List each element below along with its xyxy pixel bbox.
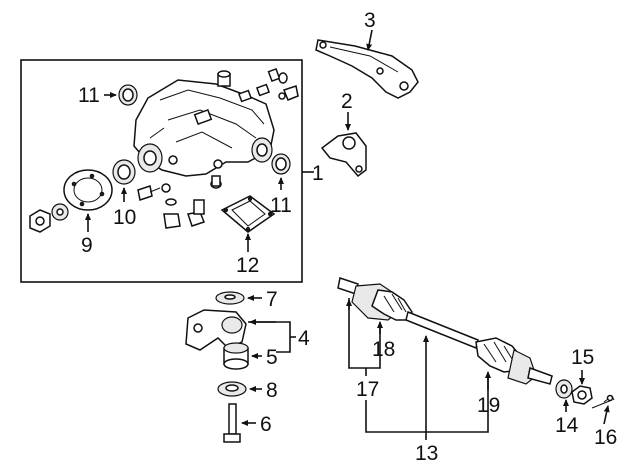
part-15-axle-nut [571, 385, 593, 405]
part-12-cover-gasket [220, 195, 276, 233]
part-6-bolt [223, 403, 241, 443]
part-11-seal-right [271, 153, 291, 175]
callout-13: 13 [415, 442, 438, 465]
callout-18: 18 [372, 338, 395, 361]
part-7-washer [215, 291, 245, 305]
callout-labels: 3 2 1 11 11 9 10 12 7 4 5 8 6 18 17 19 1… [78, 9, 617, 465]
differential-housing [133, 79, 275, 177]
housing-small-parts [137, 67, 299, 229]
callout-6: 6 [260, 413, 272, 436]
callout-10: 10 [113, 206, 136, 229]
callout-3: 3 [364, 9, 376, 32]
callout-4: 4 [298, 327, 310, 350]
callout-1: 1 [312, 162, 324, 185]
callout-2: 2 [341, 90, 353, 113]
axle-shaft-assembly [337, 277, 553, 385]
callout-17: 17 [356, 378, 379, 401]
flange-nut-washer [29, 203, 69, 233]
callout-15: 15 [571, 346, 594, 369]
callout-11-upper: 11 [78, 84, 100, 107]
callout-16: 16 [594, 426, 617, 449]
part-3-support-bracket [315, 39, 419, 99]
leader-lines [85, 29, 610, 440]
part-4-mount-bracket [185, 309, 247, 351]
differential-assembly-box [20, 59, 303, 283]
callout-12: 12 [236, 254, 259, 277]
callout-5: 5 [266, 346, 278, 369]
part-9-companion-flange [63, 169, 113, 211]
part-14-washer [555, 379, 573, 399]
part-10-pinion-seal [112, 159, 136, 185]
part-16-cotter-pin [591, 394, 615, 409]
callout-8: 8 [266, 379, 278, 402]
callout-11-right: 11 [270, 194, 292, 217]
callout-14: 14 [555, 414, 579, 437]
callout-7: 7 [266, 288, 278, 311]
callout-19: 19 [477, 394, 500, 417]
part-5-bushing [223, 342, 249, 370]
part-11-seal-upper [118, 84, 138, 106]
callout-9: 9 [81, 234, 93, 257]
part-8-washer [217, 381, 247, 397]
part-2-mount-bracket [320, 132, 367, 178]
